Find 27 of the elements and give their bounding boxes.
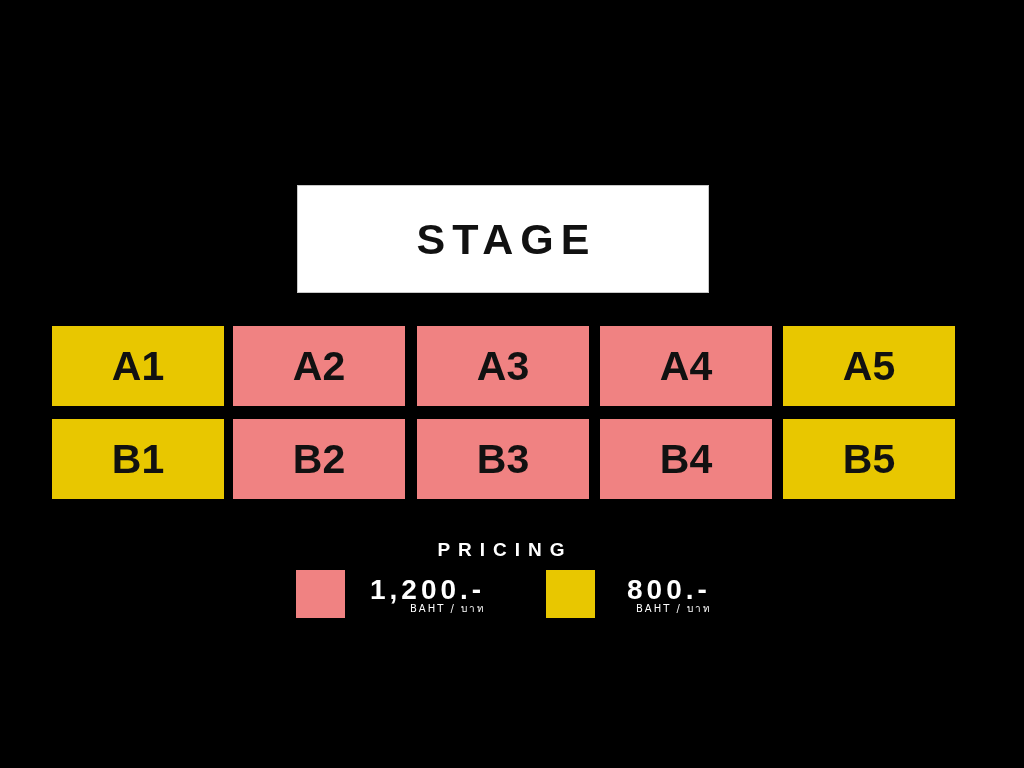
seating-section — [600, 326, 772, 406]
seating-section — [233, 326, 405, 406]
stage-area — [297, 185, 709, 293]
currency-label: BAHT / บาท — [636, 604, 713, 614]
section-label: A4 — [659, 345, 713, 387]
currency-label: BAHT / บาท — [410, 604, 487, 614]
seating-section — [52, 326, 224, 406]
seating-section — [52, 419, 224, 499]
price-label: 800.- — [627, 576, 711, 604]
seating-section — [600, 419, 772, 499]
price-label: 1,200.- — [370, 576, 486, 604]
section-label: B5 — [842, 438, 896, 480]
section-label: A3 — [476, 345, 530, 387]
section-label: A2 — [292, 345, 346, 387]
legend-heading: PRICING — [437, 540, 573, 559]
seating-section — [233, 419, 405, 499]
section-label: B2 — [292, 438, 346, 480]
section-label: B3 — [476, 438, 530, 480]
section-label: A5 — [842, 345, 896, 387]
section-label: B4 — [659, 438, 713, 480]
seating-section — [783, 419, 955, 499]
section-label: A1 — [111, 345, 165, 387]
seating-section — [417, 326, 589, 406]
seating-section — [417, 419, 589, 499]
stage-label: STAGE — [416, 217, 597, 261]
section-label: B1 — [111, 438, 165, 480]
seating-section — [783, 326, 955, 406]
